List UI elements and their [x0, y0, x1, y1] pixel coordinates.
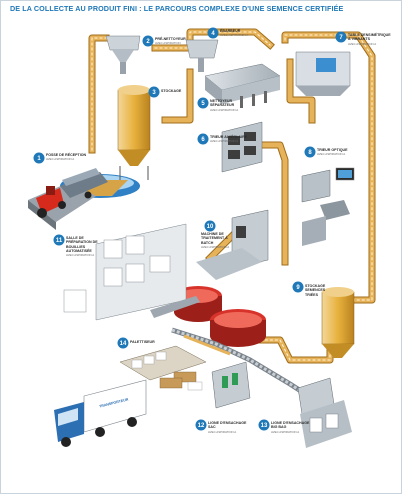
step-title-3: STOCKAGE — [161, 89, 182, 93]
step-sub-1: AVEC ASPIRATION A — [46, 157, 75, 162]
step-title-7: TABLE DENSIMÉTRIQUE À VIBRANTS — [348, 33, 391, 42]
step-sub-4: AVEC ASPIRATION A — [220, 33, 249, 38]
step-num-8: 8 — [308, 150, 312, 156]
step-label-11: SALLE DE PRÉPARATION DE BOUILLIES AUTOMA… — [66, 236, 106, 257]
step-badge-9: 9 — [292, 281, 304, 293]
step-num-5: 5 — [201, 101, 205, 107]
truck-brand-text: TRANSPORTEUR — [99, 397, 129, 408]
step-title-6: TRIEUR ALVÉOLAIRE — [210, 135, 248, 139]
step-title-4: ÉBARBEUR — [220, 29, 241, 33]
step-sub-12: AVEC ASPIRATION A — [208, 429, 237, 434]
step-badge-5: 5 — [197, 97, 209, 109]
batch-treater — [196, 209, 269, 280]
bagging-line — [211, 361, 251, 409]
step-badge-8: 8 — [304, 146, 316, 158]
palletizer — [119, 345, 207, 391]
step-badge-13: 13 — [258, 419, 270, 431]
step-badge-2: 2 — [142, 35, 154, 47]
step-title-1: FOSSE DE RÉCEPTION — [46, 153, 87, 157]
step-badge-1: 1 — [33, 152, 45, 164]
step-sub-11: AVEC ASPIRATION A — [66, 253, 95, 258]
step-title-2: PRÉ-NETTOYEUR — [155, 37, 186, 41]
step-sub-6: AVEC ASPIRATION A — [210, 139, 239, 144]
step-badge-7: 7 — [335, 31, 347, 43]
step-num-4: 4 — [211, 31, 215, 37]
indented-cylinder-separator — [221, 121, 263, 173]
cleaner-separator — [204, 63, 281, 108]
pre-cleaner — [105, 35, 141, 74]
step-title-11: SALLE DE PRÉPARATION DE BOUILLIES AUTOMA… — [66, 236, 98, 253]
step-badge-10: 10 — [204, 220, 216, 232]
step-title-13: LIGNE D'ENSACHAGE BIG BAG — [271, 421, 310, 430]
step-label-14: PALETTISEUR — [130, 340, 155, 344]
step-num-11: 11 — [56, 238, 63, 244]
step-num-9: 9 — [296, 285, 300, 291]
step-num-7: 7 — [339, 35, 343, 41]
step-badge-12: 12 — [195, 419, 207, 431]
storage-silo — [117, 85, 151, 180]
step-title-12: LIGNE D'ENSACHAGE SAC — [208, 421, 247, 430]
slurry-preparation-room — [63, 223, 200, 321]
tractor-with-trailer — [36, 168, 108, 218]
step-num-2: 2 — [146, 39, 150, 45]
step-badge-14: 14 — [117, 337, 129, 349]
debearder — [185, 39, 219, 72]
step-title-10: MACHINE DE TRAITEMENT À BATCH — [201, 232, 228, 245]
step-num-10: 10 — [207, 224, 214, 230]
sorted-seed-silo — [321, 287, 355, 358]
step-sub-2: AVEC ASPIRATION — [155, 41, 181, 46]
step-num-3: 3 — [152, 90, 156, 96]
step-title-5: NETTOYEUR SÉPARATEUR — [210, 99, 235, 108]
step-title-8: TRIEUR OPTIQUE — [317, 148, 348, 152]
step-num-14: 14 — [120, 341, 127, 347]
step-num-13: 13 — [261, 423, 268, 429]
big-bag-line — [297, 377, 352, 448]
step-title-9: STOCKAGE SEMENCES TRIÉES — [305, 284, 326, 297]
gravity-table — [295, 51, 351, 96]
step-badge-11: 11 — [53, 234, 65, 246]
step-num-12: 12 — [198, 423, 205, 429]
step-sub-8: AVEC ASPIRATION A — [317, 152, 346, 157]
step-num-6: 6 — [201, 137, 205, 143]
step-num-1: 1 — [37, 156, 41, 162]
diagram-title: DE LA COLLECTE AU PRODUIT FINI : LE PARC… — [10, 4, 344, 13]
step-sub-13: AVEC ASPIRATION A — [271, 429, 300, 434]
step-sub-5: AVEC ASPIRATION A — [210, 107, 239, 112]
step-badges: 1 2 3 4 5 6 7 8 9 10 11 12 13 14 — [33, 27, 347, 431]
step-badge-3: 3 — [148, 86, 160, 98]
step-badge-4: 4 — [207, 27, 219, 39]
step-sub-10: AVEC ASPIRATION A — [201, 244, 230, 249]
step-label-3: STOCKAGE — [161, 89, 181, 93]
step-sub-7: AVEC ASPIRATION A — [348, 41, 377, 46]
step-label-9: STOCKAGE SEMENCES TRIÉES — [305, 284, 335, 297]
optical-sorter — [301, 167, 355, 246]
step-title-14: PALETTISEUR — [130, 340, 155, 344]
step-badge-6: 6 — [197, 133, 209, 145]
delivery-truck — [54, 379, 147, 447]
